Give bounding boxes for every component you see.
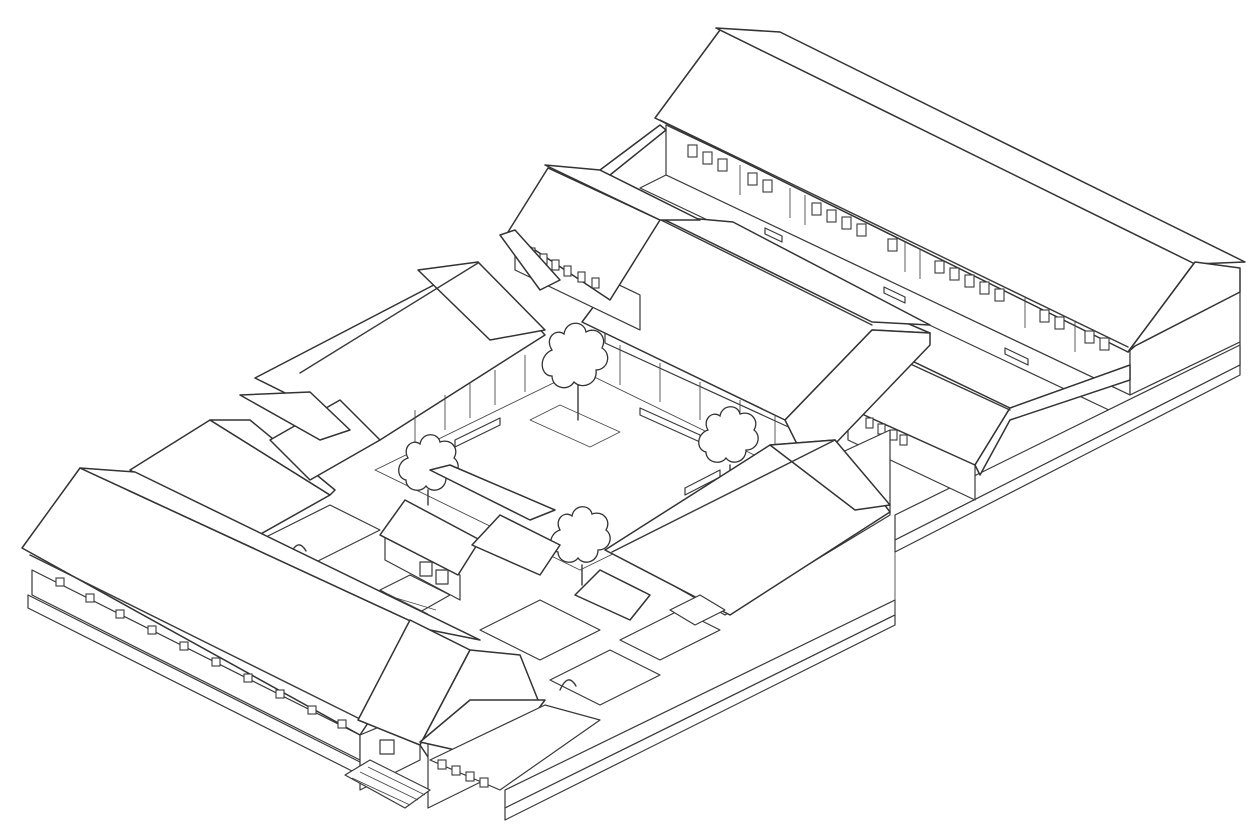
main-hall [581, 214, 931, 471]
outer-boundary-wall [504, 552, 896, 821]
east-wing [841, 344, 1241, 553]
south-front-hall [21, 467, 481, 776]
north-hall-windows [687, 144, 1110, 351]
northwest-side-room [507, 124, 701, 331]
inner-gate [379, 464, 651, 621]
southeast-wing [604, 429, 891, 616]
front-entrance-stairs [344, 759, 431, 809]
courtyard-tree-north [541, 322, 609, 421]
courtyard-tree-south [550, 506, 611, 586]
south-hall-windows [55, 577, 347, 729]
north-rear-hall [639, 27, 1246, 421]
courtyard-tree-east [698, 406, 759, 489]
